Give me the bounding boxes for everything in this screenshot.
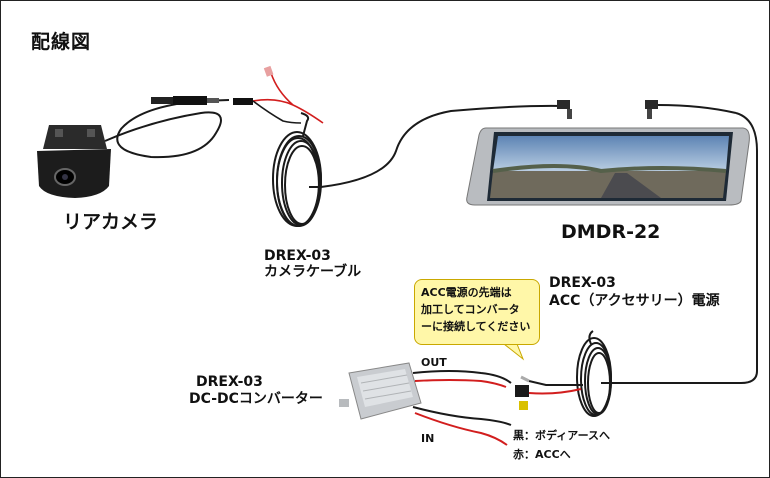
rear-camera-label: リアカメラ [63,211,159,233]
out-label: OUT [421,356,447,369]
converter-model-label: DREX-03 [196,374,263,390]
mirror-camera-cable [309,104,565,188]
fuse-holder [515,385,529,410]
mirror-model-label: DMDR-22 [561,221,661,243]
rear-camera-device [37,125,111,198]
callout-line-3: ーに接続してください [421,320,531,333]
acc-model-label: DREX-03 [549,275,616,291]
acc-power-coil [576,330,612,417]
acc-name-label: ACC（アクセサリー）電源 [549,293,720,309]
in-label: IN [421,432,435,445]
camera-cable-loops [104,99,230,159]
page-title: 配線図 [31,31,92,53]
mirror-power-cable [601,112,758,384]
converter-wires [412,370,512,446]
red-wire-label: 赤：ACCへ [513,448,571,461]
rear-view-mirror [466,127,750,206]
wiring-note-callout: ACC電源の先端は 加工してコンバータ ーに接続してください [414,279,540,345]
mirror-connector-left [557,100,572,119]
callout-line-2: 加工してコンバータ [421,303,520,316]
dc-dc-converter-box [339,362,422,420]
mirror-connector-right [645,100,658,119]
camera-cable-name-label: カメラケーブル [264,264,362,280]
camera-cable-model-label: DREX-03 [264,248,331,264]
converter-name-label: DC-DCコンバーター [189,391,323,407]
callout-pointer [502,343,525,361]
camera-cable-coil [272,112,322,227]
red-trigger-wire [252,72,324,124]
camera-cable-connector [151,96,253,105]
black-wire-label: 黒：ボディアースへ [513,429,611,442]
callout-line-1: ACC電源の先端は [421,286,512,299]
